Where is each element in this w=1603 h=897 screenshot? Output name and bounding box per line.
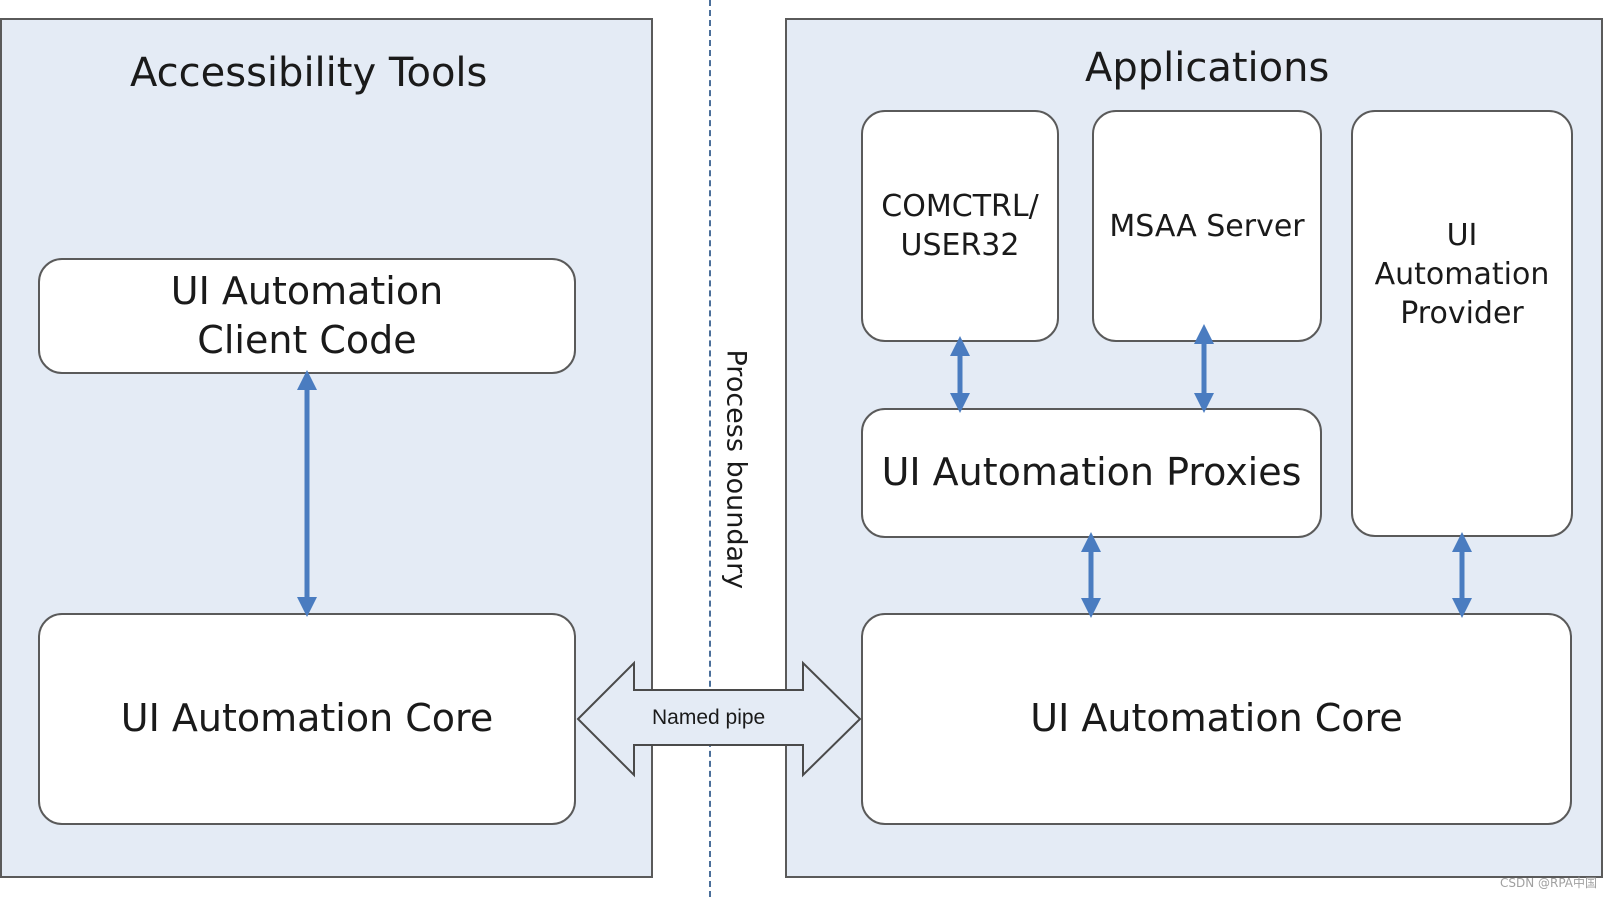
comctrl-box: COMCTRL/ USER32 (861, 110, 1059, 342)
client-code-line2: Client Code (197, 318, 417, 362)
watermark: CSDN @RPA中国 (1499, 876, 1597, 890)
accessibility-tools-title: Accessibility Tools (130, 50, 488, 96)
left-core-box: UI Automation Core (38, 613, 576, 825)
proxies-box: UI Automation Proxies (861, 408, 1322, 538)
right-core-box: UI Automation Core (861, 613, 1572, 825)
right-core-label: UI Automation Core (1030, 696, 1403, 741)
provider-line3: Provider (1400, 296, 1524, 331)
left-core-label: UI Automation Core (120, 696, 494, 741)
comctrl-line1: COMCTRL/ (881, 189, 1039, 224)
client-code-line1: UI Automation (170, 268, 444, 313)
comctrl-line2: USER32 (900, 228, 1020, 263)
provider-line1: UI (1446, 218, 1478, 253)
ui-automation-provider-box: UI Automation Provider (1351, 110, 1573, 537)
msaa-server-label: MSAA Server (1109, 208, 1305, 244)
applications-title: Applications (1085, 45, 1330, 91)
process-boundary-line (709, 0, 711, 897)
named-pipe-arrow (576, 660, 862, 778)
named-pipe-label: Named pipe (652, 706, 766, 729)
proxies-label: UI Automation Proxies (881, 450, 1302, 495)
provider-line2: Automation (1374, 257, 1550, 292)
